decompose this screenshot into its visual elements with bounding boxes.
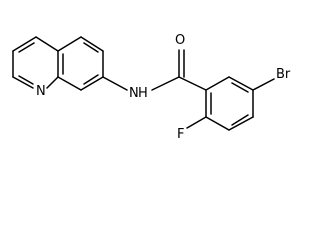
ring-nitrogen-label: N: [36, 84, 46, 99]
quinoline-pyridine-ring: [12, 36, 59, 89]
amide-linker: [102, 49, 207, 91]
structure-diagram: O N H N Br F: [12, 33, 291, 142]
bromofluorophenyl-ring: [186, 76, 275, 131]
bromine-label: Br: [276, 67, 291, 82]
amide-hydrogen-label: H: [138, 86, 148, 101]
oxygen-label: O: [175, 33, 185, 48]
molecule-svg: O N H N Br F: [12, 33, 291, 142]
quinoline-benzo-ring: [57, 36, 104, 91]
fluorine-label: F: [177, 127, 184, 142]
amide-nitrogen-label: N: [129, 86, 139, 101]
